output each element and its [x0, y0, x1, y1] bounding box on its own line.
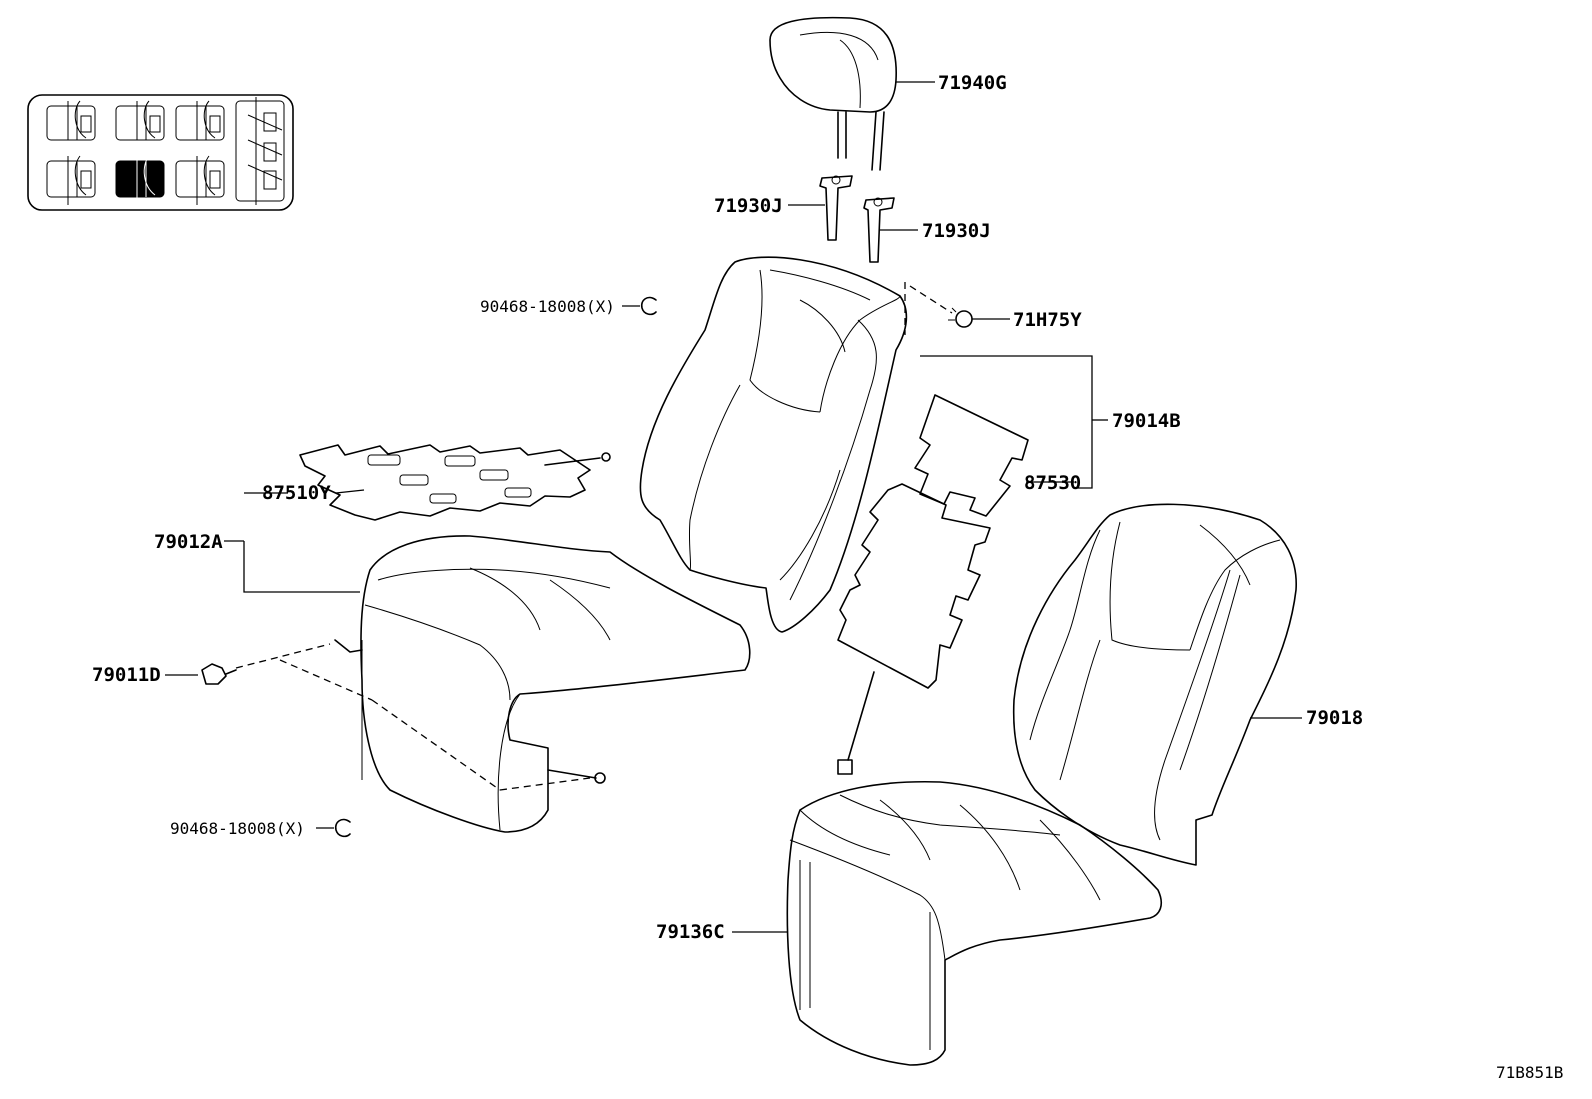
label-hog-ring-bottom: 90468-18008(X)	[170, 819, 305, 838]
locator-cell-row1-1	[46, 100, 96, 141]
hog-ring-top-symbol	[622, 296, 657, 316]
seat-back-heater	[837, 394, 1074, 775]
locator-cell-row1-3	[175, 100, 225, 141]
clip	[904, 282, 1010, 335]
label-cushion-hook: 79011D	[92, 664, 161, 686]
seat-cushion-heater	[299, 444, 611, 521]
label-hog-ring-top: 90468-18008(X)	[480, 297, 615, 316]
label-seat-back-cover: 79018	[1306, 707, 1363, 729]
label-headrest-support-left: 71930J	[714, 195, 783, 217]
hog-ring-bottom-symbol	[316, 818, 351, 838]
label-clip: 71H75Y	[1013, 309, 1082, 331]
label-headrest: 71940G	[938, 72, 1007, 94]
locator-cell-row1-2	[115, 100, 165, 141]
seat-cushion-cover	[732, 780, 1162, 1066]
headrest	[769, 16, 935, 171]
locator-cell-row2-3	[175, 155, 225, 205]
seat-cushion-assembly	[224, 492, 751, 833]
label-seat-cushion-cover: 79136C	[656, 921, 725, 943]
label-seat-back-assembly: 79014B	[1112, 410, 1181, 432]
label-seat-cushion-assembly: 79012A	[154, 531, 223, 553]
diagram-reference-code: 71B851B	[1496, 1063, 1563, 1082]
cushion-hook	[165, 639, 606, 791]
headrest-support-right	[863, 197, 918, 263]
label-seat-cushion-heater: 87510Y	[262, 482, 331, 504]
label-headrest-support-right: 71930J	[922, 220, 991, 242]
locator-cell-rear-bench	[235, 97, 285, 205]
headrest-support-left	[788, 175, 853, 241]
seat-locator-map	[27, 94, 294, 211]
seat-back-frame	[639, 256, 1108, 633]
seat-back-cover	[1012, 503, 1302, 866]
locator-cell-highlighted	[115, 155, 165, 205]
label-seat-back-heater: 87530	[1024, 472, 1081, 494]
locator-cell-row2-1	[46, 155, 96, 205]
